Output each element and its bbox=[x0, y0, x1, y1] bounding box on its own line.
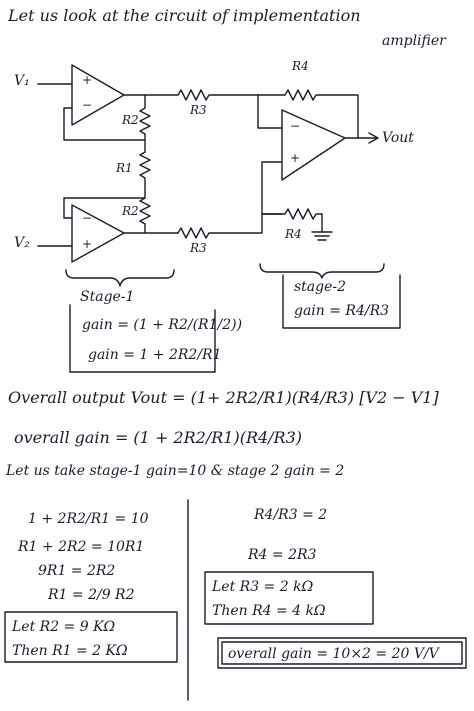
label-r4-bottom: R4 bbox=[285, 227, 302, 241]
left-step-1: 1 + 2R2/R1 = 10 bbox=[28, 511, 149, 527]
r2-upper bbox=[139, 107, 151, 135]
r3-top bbox=[177, 89, 210, 101]
right-box-line-1: Let R3 = 2 kΩ bbox=[212, 579, 314, 595]
right-step-1: R4/R3 = 2 bbox=[254, 507, 328, 523]
opamp-3 bbox=[281, 109, 346, 181]
left-step-3: 9R1 = 2R2 bbox=[38, 563, 116, 579]
right-answer-box bbox=[204, 571, 374, 625]
opamp1-feedback bbox=[63, 107, 146, 141]
opamp3-plus: + bbox=[290, 151, 301, 165]
r1 bbox=[139, 151, 151, 179]
left-step-2: R1 + 2R2 = 10R1 bbox=[18, 539, 145, 555]
label-v2: V₂ bbox=[14, 235, 30, 251]
opamp3-minus: − bbox=[290, 119, 301, 133]
label-r2-upper: R2 bbox=[122, 113, 139, 127]
stage2-gain-eq: gain = R4/R3 bbox=[294, 303, 390, 319]
left-answer-box bbox=[4, 611, 178, 663]
label-r3-bottom: R3 bbox=[190, 241, 207, 255]
assumption-line: Let us take stage-1 gain=10 & stage 2 ga… bbox=[6, 463, 345, 479]
right-step-2: R4 = 2R3 bbox=[248, 547, 317, 563]
stage2-box bbox=[282, 274, 401, 329]
ground-symbol bbox=[311, 231, 333, 241]
overall-gain-eq: overall gain = (1 + 2R2/R1)(R4/R3) bbox=[14, 428, 303, 447]
label-r3-top: R3 bbox=[190, 103, 207, 117]
right-box-line-2: Then R4 = 4 kΩ bbox=[212, 603, 326, 619]
overall-output-eq: Overall output Vout = (1+ 2R2/R1)(R4/R3)… bbox=[8, 388, 439, 407]
label-vout: Vout bbox=[382, 130, 414, 146]
inv-node bbox=[257, 94, 283, 129]
left-step-4: R1 = 2/9 R2 bbox=[48, 587, 135, 603]
opamp2-feedback bbox=[63, 197, 146, 219]
title-line-2: amplifier bbox=[382, 33, 446, 49]
r2-lower bbox=[139, 197, 151, 225]
opamp-1 bbox=[71, 64, 125, 126]
stage1-gain-eq: gain = (1 + R2/(R1/2)) bbox=[82, 317, 243, 333]
r4-top bbox=[284, 89, 317, 101]
stage2-brace bbox=[259, 263, 385, 279]
opamp1-minus: − bbox=[82, 98, 93, 112]
r3-bottom bbox=[177, 227, 210, 239]
label-r1: R1 bbox=[116, 161, 133, 175]
label-r2-lower: R2 bbox=[122, 204, 139, 218]
label-r4-top: R4 bbox=[292, 59, 309, 73]
stage1-label: Stage-1 bbox=[80, 289, 135, 305]
left-box-line-2: Then R1 = 2 KΩ bbox=[12, 643, 128, 659]
opamp2-plus: + bbox=[82, 237, 93, 251]
opamp1-plus: + bbox=[82, 73, 93, 87]
stage1-brace bbox=[65, 269, 175, 287]
opamp-2 bbox=[71, 204, 125, 263]
stage2-label: stage-2 bbox=[294, 279, 347, 295]
stage1-box bbox=[69, 304, 216, 373]
r4-bottom bbox=[284, 208, 317, 220]
stage1-gain-simplified: gain = 1 + 2R2/R1 bbox=[88, 347, 222, 363]
final-answer-box bbox=[217, 637, 467, 669]
label-v1: V₁ bbox=[14, 73, 30, 89]
title-line-1: Let us look at the circuit of implementa… bbox=[8, 6, 361, 25]
opamp2-minus: − bbox=[82, 211, 93, 225]
left-box-line-1: Let R2 = 9 KΩ bbox=[12, 619, 116, 635]
output-arrow bbox=[368, 132, 379, 144]
final-gain: overall gain = 10×2 = 20 V/V bbox=[228, 646, 439, 662]
